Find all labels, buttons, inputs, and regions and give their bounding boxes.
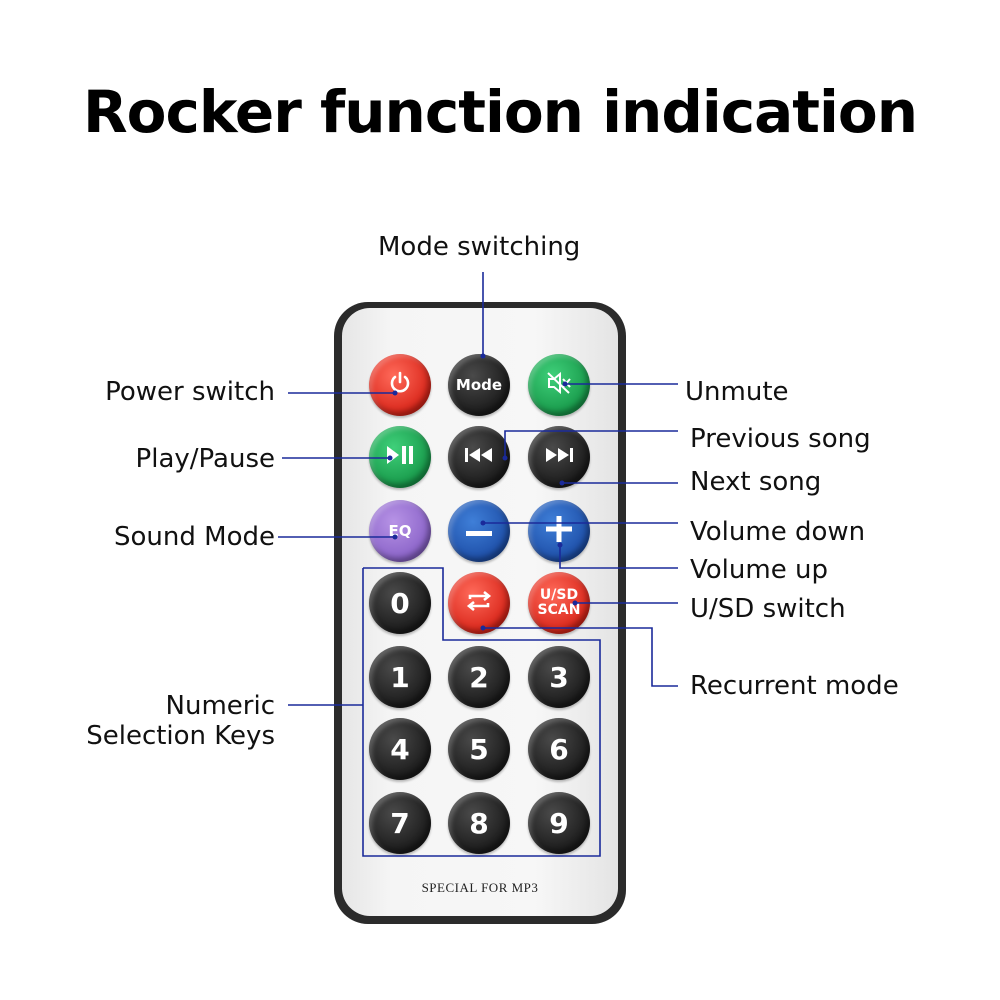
repeat-button[interactable] xyxy=(448,572,510,634)
digit-3-button[interactable]: 3 xyxy=(528,646,590,708)
numeric-keys-bracket xyxy=(362,567,601,857)
label-recurrent-mode: Recurrent mode xyxy=(690,671,899,701)
previous-leader-line xyxy=(504,430,678,458)
mute-button[interactable] xyxy=(528,354,590,416)
label-mode-switching: Mode switching xyxy=(378,232,581,262)
brand-text: SPECIAL FOR MP3 xyxy=(421,880,539,895)
remote-control: Mode EQ 0 U/SD xyxy=(334,302,626,924)
label-numeric-line2: Selection Keys xyxy=(86,721,275,751)
digit-6-button[interactable]: 6 xyxy=(528,718,590,780)
plus-icon xyxy=(546,516,572,546)
digit-1-button[interactable]: 1 xyxy=(369,646,431,708)
label-volume-up: Volume up xyxy=(690,555,828,585)
power-button[interactable] xyxy=(369,354,431,416)
label-volume-down: Volume down xyxy=(690,517,866,547)
previous-button[interactable] xyxy=(448,426,510,488)
volume-up-button[interactable] xyxy=(528,500,590,562)
previous-icon xyxy=(463,446,495,468)
digit-7-button[interactable]: 7 xyxy=(369,792,431,854)
digit-5-button[interactable]: 5 xyxy=(448,718,510,780)
label-numeric-line1: Numeric xyxy=(165,691,275,721)
label-previous-song: Previous song xyxy=(690,424,871,454)
digit-8-button[interactable]: 8 xyxy=(448,792,510,854)
label-play-pause: Play/Pause xyxy=(135,444,275,474)
scan-label: SCAN xyxy=(537,602,581,618)
power-icon xyxy=(387,370,413,400)
next-icon xyxy=(543,446,575,468)
usd-label: U/SD xyxy=(539,587,579,603)
recurrent-leader-line xyxy=(483,627,678,687)
mode-button[interactable]: Mode xyxy=(448,354,510,416)
label-next-song: Next song xyxy=(690,467,822,497)
volume-up-leader-line xyxy=(559,545,678,569)
repeat-icon xyxy=(464,589,494,617)
digit-9-button[interactable]: 9 xyxy=(528,792,590,854)
next-button[interactable] xyxy=(528,426,590,488)
page-title: Rocker function indication xyxy=(82,78,918,146)
label-unmute: Unmute xyxy=(685,377,789,407)
play-pause-button[interactable] xyxy=(369,426,431,488)
digit-2-button[interactable]: 2 xyxy=(448,646,510,708)
digit-4-button[interactable]: 4 xyxy=(369,718,431,780)
label-power-switch: Power switch xyxy=(105,377,275,407)
minus-icon xyxy=(466,522,492,541)
volume-down-button[interactable] xyxy=(448,500,510,562)
digit-0-button[interactable]: 0 xyxy=(369,572,431,634)
label-usd-switch: U/SD switch xyxy=(690,594,846,624)
label-sound-mode: Sound Mode xyxy=(114,522,275,552)
